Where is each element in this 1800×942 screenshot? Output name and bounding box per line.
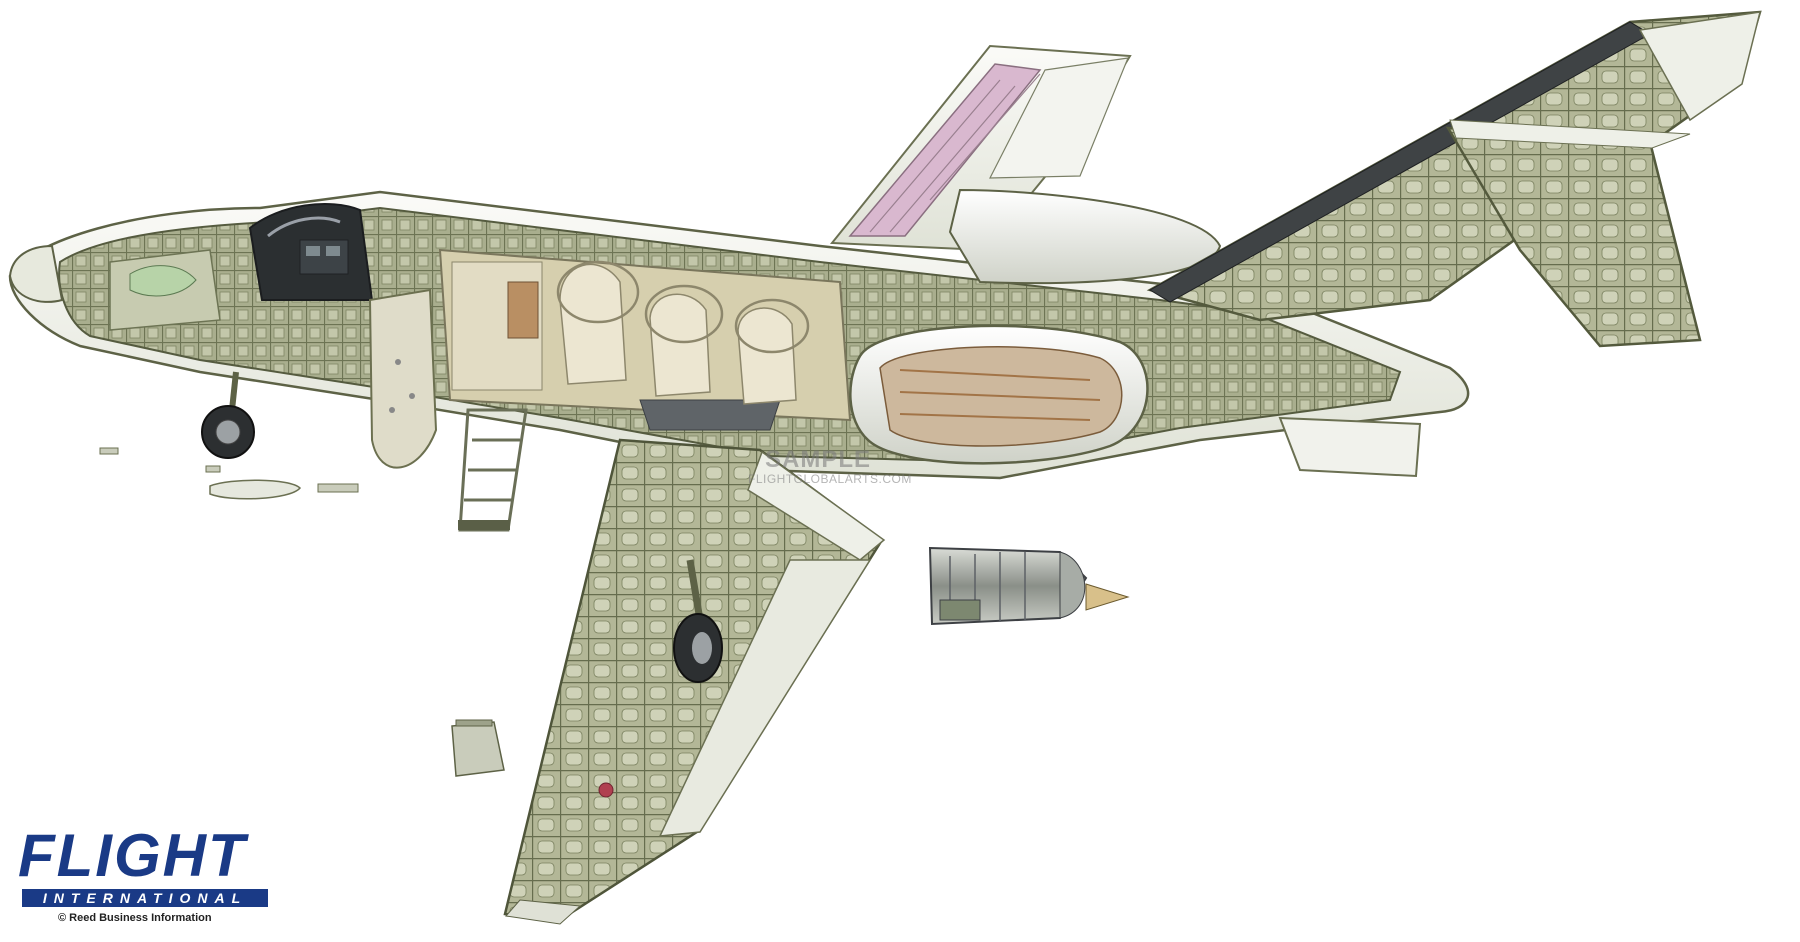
logo-subtitle-bar: INTERNATIONAL	[22, 889, 268, 907]
cockpit	[109, 203, 374, 331]
vertical-tail	[1146, 10, 1762, 322]
detached-engine	[928, 546, 1130, 626]
flight-international-logo: FLIGHT INTERNATIONAL © Reed Business Inf…	[18, 826, 273, 926]
main-landing-gear	[673, 559, 723, 683]
seat	[734, 298, 810, 405]
airstair	[458, 408, 528, 532]
seat	[644, 284, 724, 397]
nose-landing-gear	[201, 371, 255, 459]
nose-radome	[8, 244, 64, 303]
logo-wordmark: FLIGHT	[18, 822, 247, 889]
copyright-text: © Reed Business Information	[58, 912, 212, 924]
passenger-seats	[556, 260, 810, 405]
watermark-line-2: FLIGHTGLOBALARTS.COM	[748, 472, 912, 486]
horizontal-stabiliser	[1278, 119, 1702, 478]
watermark-line-1: SAMPLE	[764, 446, 871, 473]
detached-parts	[99, 447, 505, 777]
cabin-door	[368, 288, 438, 469]
sample-watermark: SAMPLE FLIGHTGLOBALARTS.COM	[748, 446, 912, 486]
far-wing	[829, 44, 1132, 252]
engine-nacelle	[849, 188, 1222, 465]
seat	[556, 260, 640, 385]
